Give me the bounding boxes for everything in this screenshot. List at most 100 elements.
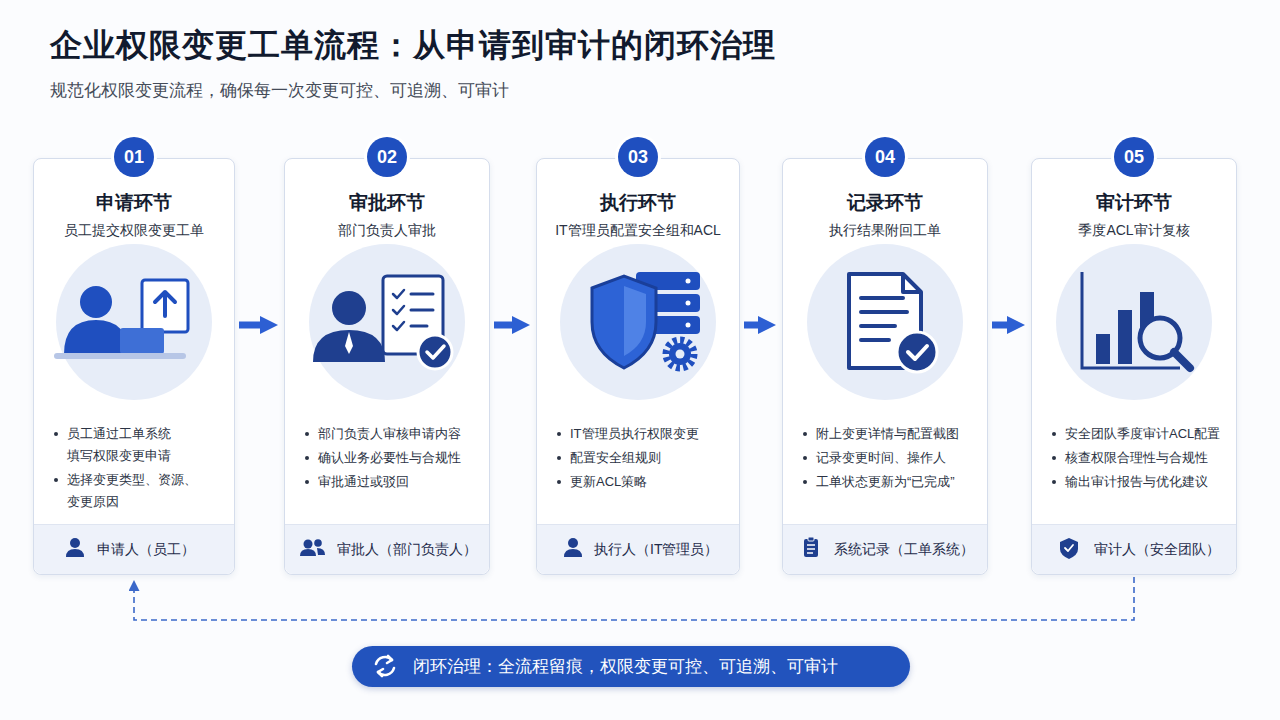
step-bullet: 部门负责人审核申请内容 — [318, 423, 483, 445]
executor-illustration — [666, 340, 694, 368]
cycle-icon — [387, 656, 392, 663]
shield-icon — [1060, 538, 1078, 559]
flow-arrow — [744, 322, 762, 329]
group-icon — [314, 539, 322, 547]
step-bullet: 输出审计报告与优化建议 — [1065, 471, 1230, 493]
bullet-list: 安全团队季度审计ACL配置核查权限合理性与合规性输出审计报告与优化建议 — [1065, 423, 1230, 495]
cycle-icon — [378, 669, 383, 676]
audit-illustration — [1056, 244, 1212, 400]
step-bullet: 工单状态更新为“已完成” — [816, 471, 981, 493]
group-icon — [300, 539, 325, 556]
clipboard-icon — [804, 537, 818, 557]
connector-layer — [134, 325, 1134, 620]
group-icon — [300, 549, 316, 556]
approver-illustration — [418, 335, 452, 369]
executor-illustration — [636, 294, 700, 312]
process-card: 04记录环节执行结果附回工单附上变更详情与配置截图记录变更时间、操作人工单状态更… — [782, 158, 988, 575]
step-number: 01 — [114, 137, 154, 177]
executor-illustration — [560, 244, 716, 400]
person-icon — [564, 549, 582, 557]
record-illustration — [897, 332, 937, 372]
role-band: 执行人（IT管理员） — [537, 524, 739, 574]
clipboard-icon — [808, 537, 814, 541]
approver-illustration — [313, 330, 385, 362]
role-label: 审批人（部门负责人） — [285, 525, 489, 574]
step-bullet: 配置安全组规则 — [570, 447, 733, 469]
summary-text: 闭环治理：全流程留痕，权限变更可控、可追溯、可审计 — [352, 646, 910, 687]
step-bullet: 附上变更详情与配置截图 — [816, 423, 981, 445]
role-label: 系统记录（工单系统） — [783, 525, 987, 574]
record-illustration — [903, 274, 921, 292]
cycle-icon — [376, 656, 394, 676]
bullet-list: 员工通过工单系统 填写权限变更申请选择变更类型、资源、 变更原因 — [67, 423, 228, 515]
step-subtitle: IT管理员配置安全组和ACL — [537, 220, 739, 240]
role-band: 系统记录（工单系统） — [783, 524, 987, 574]
applicant-illustration — [120, 328, 164, 354]
executor-illustration — [686, 279, 691, 284]
bullet-list: 附上变更详情与配置截图记录变更时间、操作人工单状态更新为“已完成” — [816, 423, 981, 495]
step-number: 03 — [618, 137, 658, 177]
approver-illustration — [393, 290, 404, 330]
step-bullet: 安全团队季度审计ACL配置 — [1065, 423, 1230, 445]
audit-illustration — [1082, 272, 1180, 368]
audit-illustration — [1174, 352, 1190, 368]
approver-illustration — [332, 291, 366, 325]
step-title: 审批环节 — [285, 190, 489, 216]
shield-icon — [1065, 545, 1073, 551]
cycle-icon — [376, 657, 392, 664]
step-bullet: 员工通过工单系统 填写权限变更申请 — [67, 423, 228, 467]
process-card: 01申请环节员工提交权限变更工单员工通过工单系统 填写权限变更申请选择变更类型、… — [33, 158, 235, 575]
diagram-title: 企业权限变更工单流程：从申请到审计的闭环治理 — [50, 24, 776, 68]
executor-illustration — [636, 316, 700, 334]
feedback-loop — [134, 577, 1134, 620]
approver-illustration — [309, 244, 465, 400]
clipboard-icon — [804, 539, 818, 557]
executor-illustration — [636, 272, 700, 290]
applicant-illustration — [80, 286, 112, 318]
step-title: 执行环节 — [537, 190, 739, 216]
diagram-subtitle: 规范化权限变更流程，确保每一次变更可控、可追溯、可审计 — [50, 79, 509, 102]
record-illustration — [807, 244, 963, 400]
step-title: 记录环节 — [783, 190, 987, 216]
cycle-icon — [378, 668, 394, 675]
executor-illustration — [592, 276, 656, 368]
record-illustration — [849, 274, 921, 368]
process-card: 02审批环节部门负责人审批部门负责人审核申请内容确认业务必要性与合规性审批通过或… — [284, 158, 490, 575]
step-number: 04 — [865, 137, 905, 177]
applicant-illustration — [54, 353, 186, 359]
step-bullet: 确认业务必要性与合规性 — [318, 447, 483, 469]
summary-pill: 闭环治理：全流程留痕，权限变更可控、可追溯、可审计 — [352, 646, 910, 687]
executor-illustration — [624, 286, 646, 356]
step-bullet: 更新ACL策略 — [570, 471, 733, 493]
step-title: 审计环节 — [1032, 190, 1236, 216]
flow-arrow — [494, 322, 516, 329]
executor-illustration — [686, 301, 691, 306]
record-illustration — [807, 244, 963, 400]
person-icon — [564, 538, 582, 557]
person-icon — [70, 538, 80, 548]
approver-illustration — [309, 244, 465, 400]
executor-illustration — [676, 350, 685, 359]
bullet-list: 部门负责人审核申请内容确认业务必要性与合规性审批通过或驳回 — [318, 423, 483, 495]
role-label: 审计人（安全团队） — [1032, 525, 1236, 574]
illustrations — [54, 244, 1212, 676]
applicant-illustration — [155, 292, 175, 316]
approver-illustration — [411, 294, 433, 326]
executor-illustration — [686, 323, 691, 328]
audit-illustration — [1140, 292, 1154, 332]
person-icon — [568, 538, 578, 548]
step-bullet: 记录变更时间、操作人 — [816, 447, 981, 469]
executor-illustration — [560, 244, 716, 400]
flow-arrow — [239, 322, 264, 329]
flow-arrow — [992, 322, 1011, 329]
executor-illustration — [669, 343, 691, 365]
audit-illustration — [1118, 310, 1132, 364]
applicant-illustration — [54, 244, 212, 400]
applicant-illustration — [56, 244, 212, 400]
approver-illustration — [427, 346, 444, 358]
person-icon — [66, 549, 84, 557]
step-bullet: 审批通过或驳回 — [318, 471, 483, 493]
role-label: 申请人（员工） — [34, 525, 234, 574]
